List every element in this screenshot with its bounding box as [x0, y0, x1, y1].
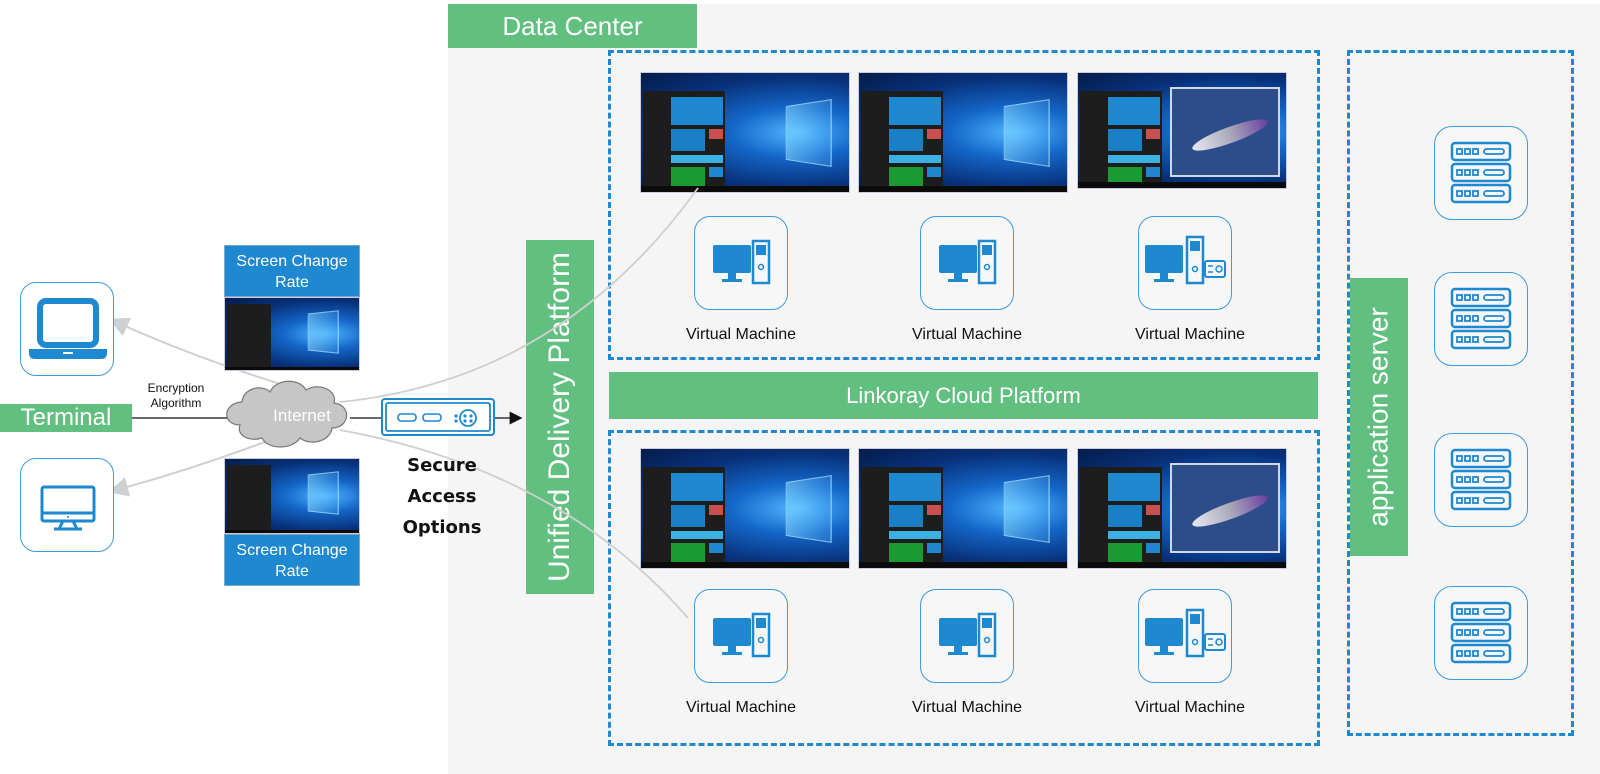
- virtual-machine-label: Virtual Machine: [912, 326, 1022, 343]
- desktop-tower-icon: [939, 239, 997, 285]
- vm-screen-thumbnail: [640, 448, 850, 569]
- vm-screen-thumbnail: [858, 448, 1068, 569]
- virtual-machine-card[interactable]: [694, 216, 788, 310]
- virtual-machine-card[interactable]: [920, 216, 1014, 310]
- virtual-machine-card[interactable]: [1138, 216, 1232, 310]
- desktop-tower-icon: [713, 612, 771, 658]
- encryption-algorithm-label: Encryption Algorithm: [147, 381, 205, 410]
- workstation-icon: [1145, 608, 1226, 658]
- server-card[interactable]: [1434, 586, 1528, 680]
- secure-access-options-label: Secure Access Options: [402, 455, 482, 538]
- server-card[interactable]: [1434, 433, 1528, 527]
- server-rack-icon: [1450, 601, 1512, 664]
- virtual-machine-card[interactable]: [1138, 589, 1232, 683]
- link-to-top-vm: [339, 187, 699, 403]
- link-to-bottom-vm: [339, 429, 689, 619]
- unified-delivery-platform-bar: Unified Delivery Platform: [526, 240, 594, 594]
- server-card[interactable]: [1434, 126, 1528, 220]
- server-card[interactable]: [1434, 272, 1528, 366]
- terminal-label: Terminal: [0, 404, 132, 432]
- secure-access-appliance-icon: [381, 398, 495, 436]
- virtual-machine-card[interactable]: [920, 589, 1014, 683]
- workstation-icon: [1145, 235, 1226, 285]
- vm-screen-thumbnail: [640, 72, 850, 193]
- virtual-machine-label: Virtual Machine: [912, 699, 1022, 716]
- vm-screen-thumbnail-cad: [1077, 72, 1287, 189]
- application-server-group: [1347, 50, 1574, 736]
- client-screen-thumbnail: [224, 458, 360, 534]
- monitor-icon: [40, 485, 96, 531]
- server-rack-icon: [1450, 448, 1512, 511]
- cloud-platform-bar: Linkoray Cloud Platform: [609, 372, 1318, 419]
- internet-cloud-icon: [226, 380, 348, 448]
- screen-change-rate-bottom: Screen Change Rate: [224, 534, 360, 586]
- vm-group-bottom: [608, 430, 1320, 746]
- internet-label: Internet: [273, 406, 331, 425]
- virtual-machine-label: Virtual Machine: [1135, 699, 1245, 716]
- virtual-machine-card[interactable]: [694, 589, 788, 683]
- virtual-machine-label: Virtual Machine: [1135, 326, 1245, 343]
- data-center-title: Data Center: [448, 4, 697, 48]
- server-rack-icon: [1450, 141, 1512, 204]
- client-screen-thumbnail: [224, 297, 360, 371]
- screen-change-rate-top: Screen Change Rate: [224, 245, 360, 297]
- monitor-device-card[interactable]: [20, 458, 114, 552]
- virtual-machine-label: Virtual Machine: [686, 699, 796, 716]
- desktop-tower-icon: [713, 239, 771, 285]
- link-to-monitor: [108, 439, 271, 497]
- application-server-bar: application server: [1350, 278, 1408, 556]
- vm-screen-thumbnail: [858, 72, 1068, 193]
- vm-screen-thumbnail-cad: [1077, 448, 1287, 569]
- vm-group-top: [608, 50, 1320, 360]
- link-to-laptop: [108, 317, 301, 391]
- laptop-icon: [29, 298, 107, 359]
- server-rack-icon: [1450, 287, 1512, 350]
- desktop-tower-icon: [939, 612, 997, 658]
- laptop-device-card[interactable]: [20, 282, 114, 376]
- virtual-machine-label: Virtual Machine: [686, 326, 796, 343]
